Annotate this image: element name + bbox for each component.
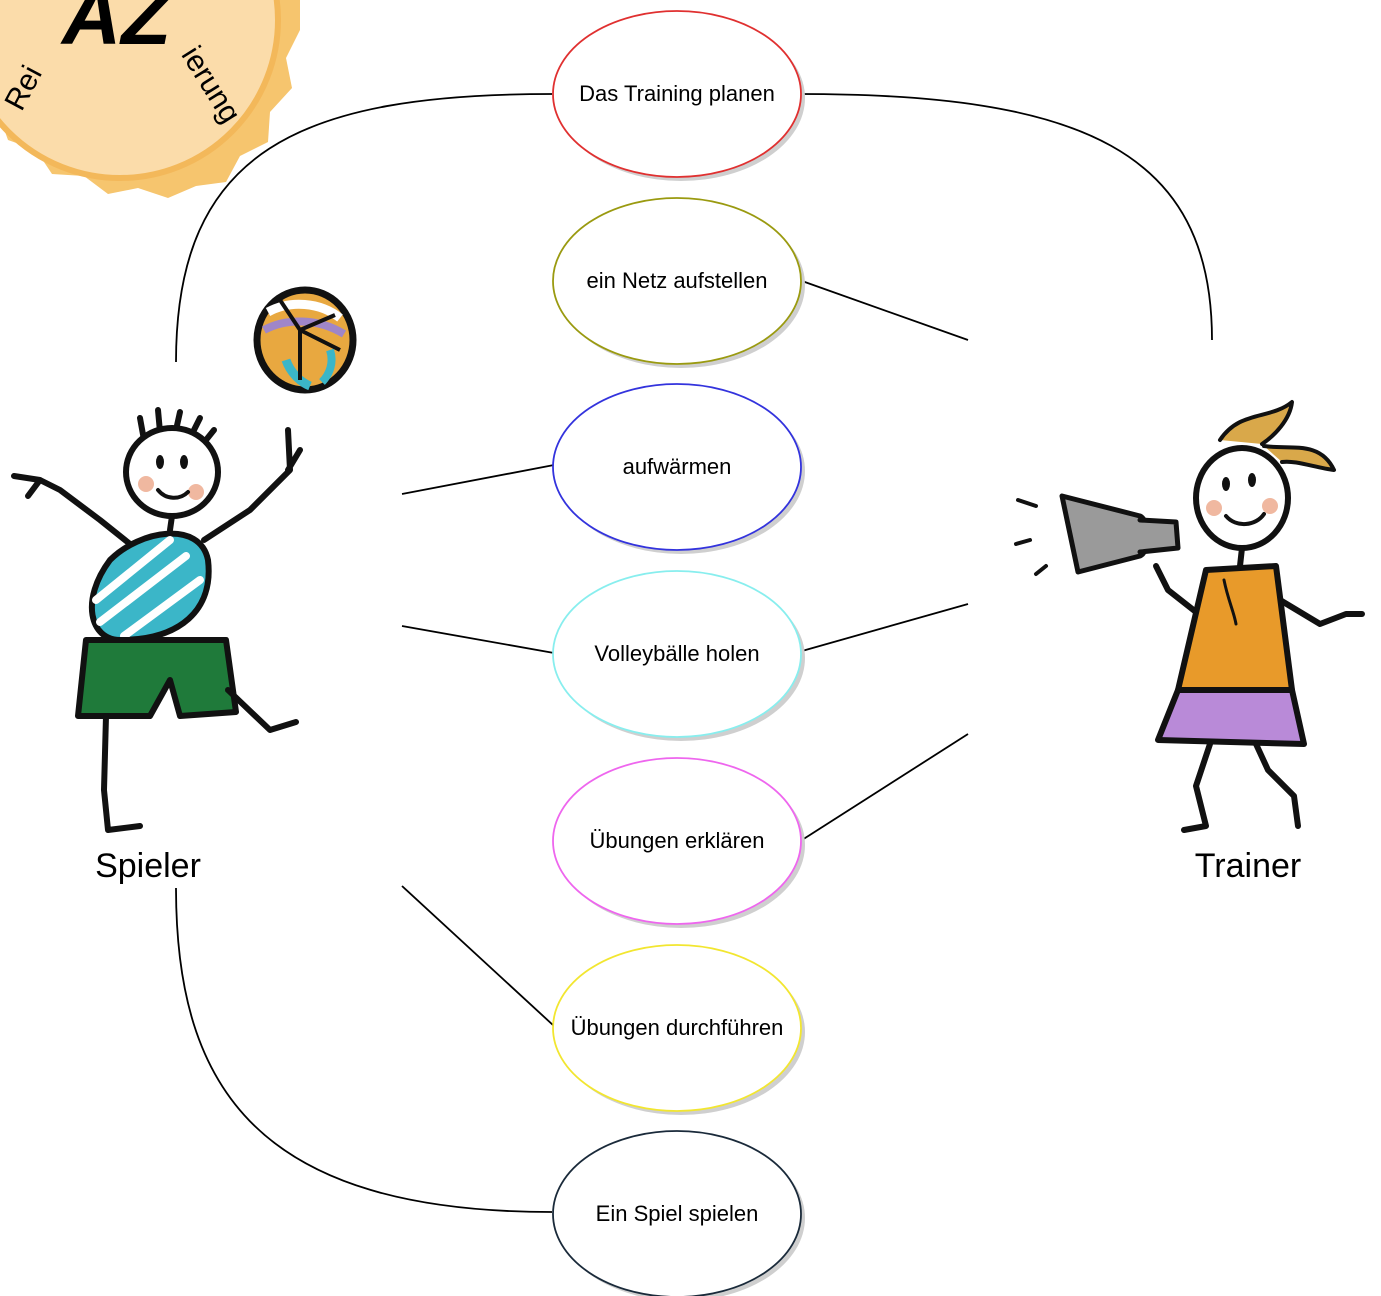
use-case-3[interactable]: Volleybälle holen <box>552 570 805 741</box>
spieler-to-spiel <box>175 887 553 1213</box>
actor-trainer: Trainer <box>1014 400 1365 885</box>
use-case-ellipse <box>552 944 802 1112</box>
use-case-label: Ein Spiel spielen <box>596 1201 759 1226</box>
use-case-ellipse <box>552 197 802 365</box>
use-case-ellipse <box>552 570 802 738</box>
use-case-label: aufwärmen <box>623 454 732 479</box>
trainer-to-uebungen-erklaeren <box>801 733 969 841</box>
use-case-ellipse <box>552 383 802 551</box>
use-case-5[interactable]: Übungen durchführen <box>552 944 805 1115</box>
use-case-ellipse <box>552 10 802 178</box>
badge-seal: AZ Rei ierung <box>0 0 300 198</box>
spieler-to-aufwaermen <box>401 464 555 495</box>
use-case-ellipse <box>552 1130 802 1296</box>
spieler-to-training-planen <box>175 93 553 363</box>
use-case-label: Übungen erklären <box>590 828 765 853</box>
use-case-4[interactable]: Übungen erklären <box>552 757 805 928</box>
spieler-to-uebungen-durchfuehren <box>401 885 555 1027</box>
actor-spieler: Spieler <box>11 407 303 885</box>
spieler-figure-icon <box>11 407 303 833</box>
use-case-ellipse <box>552 757 802 925</box>
use-case-6[interactable]: Ein Spiel spielen <box>552 1130 805 1296</box>
spieler-to-volleybaelle <box>401 625 555 654</box>
volleyball-icon <box>253 286 357 394</box>
use-case-1[interactable]: ein Netz aufstellen <box>552 197 805 368</box>
use-case-0[interactable]: Das Training planen <box>552 10 805 181</box>
use-case-label: Das Training planen <box>579 81 775 106</box>
use-case-label: Volleybälle holen <box>594 641 759 666</box>
megaphone-icon <box>1059 493 1150 575</box>
actor-trainer-label: Trainer <box>1195 847 1301 885</box>
connectors <box>175 93 1213 1213</box>
trainer-to-training-planen <box>799 93 1213 341</box>
use-case-label: Übungen durchführen <box>571 1015 784 1040</box>
trainer-figure-icon <box>1014 400 1365 833</box>
use-case-label: ein Netz aufstellen <box>587 268 768 293</box>
trainer-to-netz <box>801 280 969 341</box>
use-case-2[interactable]: aufwärmen <box>552 383 805 554</box>
trainer-to-volleybaelle <box>801 603 969 652</box>
actor-spieler-label: Spieler <box>95 847 201 885</box>
badge-big-text: AZ <box>60 0 174 62</box>
badge-inner <box>0 0 281 181</box>
